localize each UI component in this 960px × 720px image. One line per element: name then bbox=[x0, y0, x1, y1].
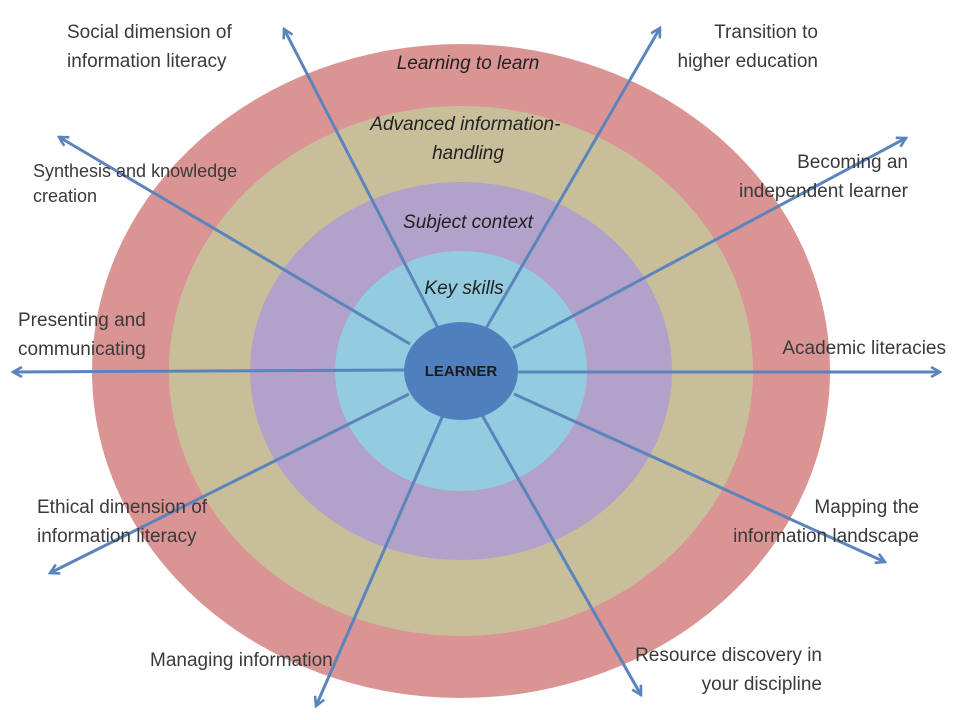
arrow-managing-information bbox=[316, 414, 445, 706]
learner-label: LEARNER bbox=[425, 363, 498, 380]
arrow-resource-discovery bbox=[480, 414, 641, 695]
label-mapping-landscape: Mapping the information landscape bbox=[733, 493, 919, 551]
label-line: Academic literacies bbox=[782, 338, 946, 359]
arrow-synthesis bbox=[59, 137, 411, 346]
ring-label-subject-context: Subject context bbox=[403, 212, 534, 233]
arrow-independent-learner bbox=[512, 138, 906, 350]
label-academic-literacies: Academic literacies bbox=[782, 334, 946, 363]
ring-label-advanced-information-handling: Advanced information- handling bbox=[369, 114, 565, 164]
arrow-transition-higher-education bbox=[483, 28, 660, 331]
label-line: Managing information bbox=[150, 650, 333, 671]
label-line: creation bbox=[33, 186, 98, 206]
label-line: independent learner bbox=[738, 181, 908, 202]
label-line: Transition to bbox=[714, 22, 818, 43]
arrow-presenting bbox=[13, 370, 406, 372]
label-line: Becoming an bbox=[797, 152, 908, 173]
label-independent-learner: Becoming an independent learner bbox=[739, 148, 908, 206]
label-line: Mapping the bbox=[814, 497, 919, 518]
arrow-social-dimension bbox=[284, 29, 441, 331]
learner-center bbox=[404, 322, 518, 420]
ring-label-key-skills: Key skills bbox=[424, 278, 504, 299]
label-resource-discovery: Resource discovery in your discipline bbox=[635, 641, 822, 699]
label-social-dimension: Social dimension of information literacy bbox=[67, 18, 232, 76]
label-synthesis: Synthesis and knowledge creation bbox=[33, 159, 237, 209]
arrow-ethical-dimension bbox=[50, 392, 410, 573]
label-line: information literacy bbox=[67, 51, 227, 72]
label-line: communicating bbox=[18, 339, 146, 360]
label-line: Synthesis and knowledge bbox=[33, 161, 238, 181]
label-managing-information: Managing information bbox=[150, 646, 333, 675]
label-line: Social dimension of bbox=[67, 22, 232, 43]
label-line: information landscape bbox=[733, 526, 919, 547]
arrow-mapping-landscape bbox=[513, 392, 885, 562]
label-line: Resource discovery in bbox=[635, 645, 822, 666]
label-line: Presenting and bbox=[18, 310, 146, 331]
label-transition-higher-education: Transition to higher education bbox=[678, 18, 819, 76]
ring-label-learning-to-learn: Learning to learn bbox=[397, 53, 540, 74]
label-line: information literacy bbox=[37, 526, 197, 547]
label-line: your discipline bbox=[701, 674, 822, 695]
spoke-arrows bbox=[13, 28, 940, 706]
label-line: Ethical dimension of bbox=[37, 497, 208, 518]
label-line: higher education bbox=[677, 51, 819, 72]
label-ethical-dimension: Ethical dimension of information literac… bbox=[37, 493, 207, 551]
label-presenting: Presenting and communicating bbox=[18, 306, 146, 364]
